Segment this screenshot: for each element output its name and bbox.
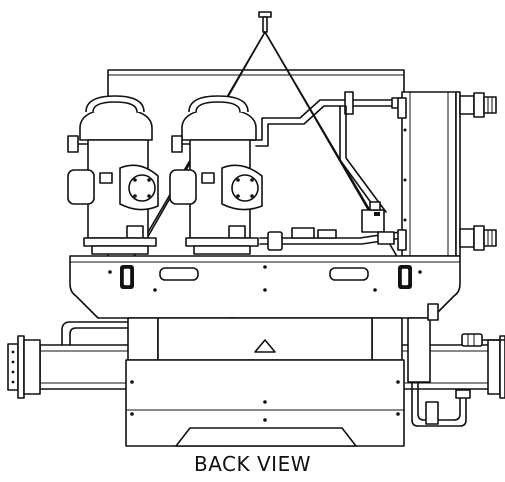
receiver-piping: [407, 303, 471, 427]
base-skid: [69, 255, 461, 319]
compressor-left: [67, 95, 159, 255]
compressor-right: [169, 95, 263, 255]
frame-stand: [125, 317, 405, 447]
view-caption: BACK VIEW: [194, 452, 311, 476]
heat-exchanger: [397, 91, 497, 257]
refrigerant-line: [259, 201, 403, 251]
